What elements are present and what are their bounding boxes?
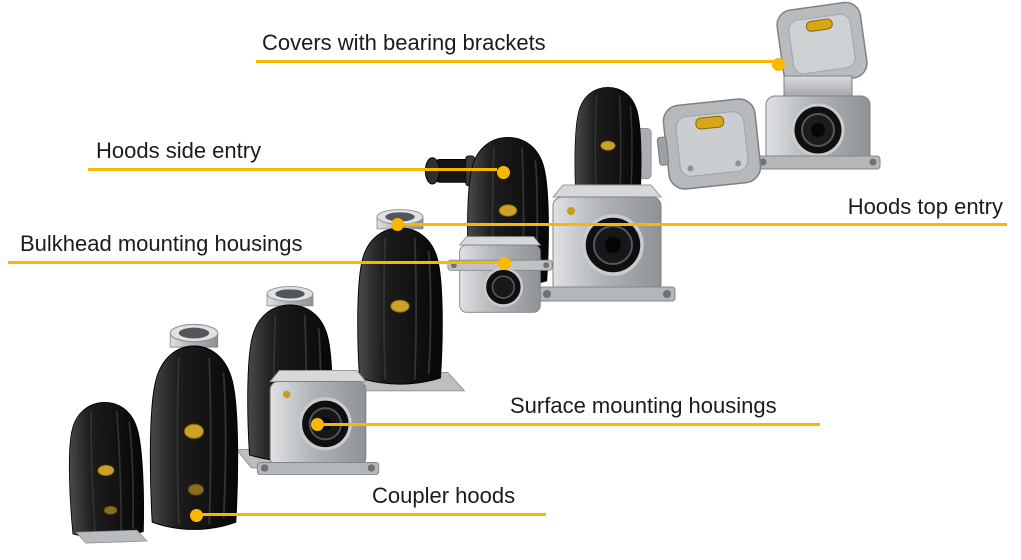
- coupler-hood-illustration: [68, 402, 148, 544]
- callout-leader-line-surface: [324, 423, 820, 426]
- callout-label-covers-with-bearing-brackets: Covers with bearing brackets: [262, 30, 546, 55]
- callout-label-bulkhead-mounting-housings: Bulkhead mounting housings: [20, 231, 303, 256]
- callout-leader-line-hoods-side-entry: [88, 168, 497, 171]
- callout-dot-covers: [772, 58, 785, 71]
- panel-mounting-housing-illustration: [538, 184, 676, 302]
- callout-label-coupler-hoods: Coupler hoods: [372, 483, 516, 508]
- hood-with-cover-bracket-illustration: [574, 87, 652, 210]
- callout-leader-line-hoods-top-entry: [404, 223, 1007, 226]
- housing-with-cover-illustration: [755, 1, 881, 170]
- callout-label-hoods-top-entry: Hoods top entry: [847, 194, 1003, 219]
- callout-leader-line-coupler: [200, 513, 546, 516]
- callout-dot-surface: [311, 418, 324, 431]
- callout-leader-line-bulkhead: [8, 261, 499, 264]
- callout-leader-line-covers: [256, 60, 777, 63]
- callout-label-surface-mounting-housings: Surface mounting housings: [510, 393, 777, 418]
- cover-with-bearing-bracket-illustration: [656, 98, 762, 190]
- callout-dot-bulkhead: [498, 257, 511, 270]
- tall-coupler-hood-illustration: [149, 323, 239, 530]
- bulkhead-mounting-housing-illustration: [447, 236, 553, 313]
- top-entry-hood-illustration: [345, 209, 466, 392]
- callout-dot-hoods-top-entry: [391, 218, 404, 231]
- callout-dot-coupler: [190, 509, 203, 522]
- callout-dot-hoods-side-entry: [497, 166, 510, 179]
- callout-label-hoods-side-entry: Hoods side entry: [96, 138, 262, 163]
